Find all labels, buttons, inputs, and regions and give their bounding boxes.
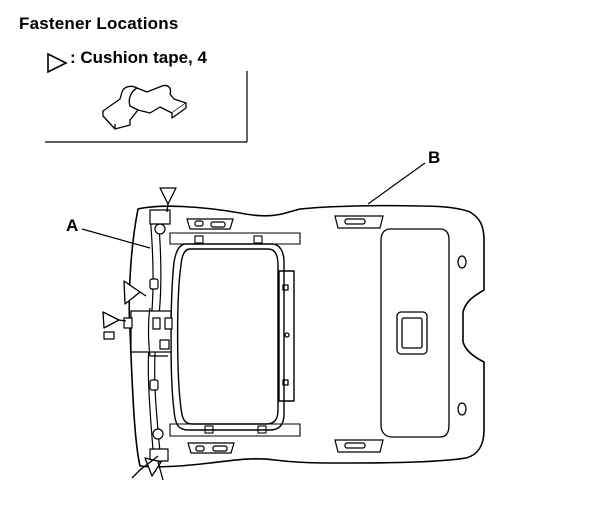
- callout-b: B: [428, 148, 441, 167]
- cushion-tape-marker-3: [102, 311, 120, 329]
- cushion-tape-marker-2: [123, 280, 141, 305]
- cushion-tape-illustration: [102, 84, 187, 130]
- callout-a: A: [66, 216, 79, 235]
- cushion-tape-markers: [102, 187, 177, 481]
- sunroof-opening: [170, 243, 295, 431]
- cushion-tape-marker-1: [159, 187, 177, 205]
- figure-title: Fastener Locations: [19, 14, 179, 33]
- front-harness: [103, 209, 173, 462]
- visor-holders: [186, 215, 384, 454]
- leader-lines: [81, 162, 426, 249]
- cushion-tape-symbol-icon: [47, 52, 68, 74]
- legend-box: [45, 71, 248, 143]
- trim-bars: [169, 232, 301, 437]
- rear-panel: [282, 228, 467, 438]
- legend-label: : Cushion tape, 4: [70, 48, 207, 67]
- headliner-outline: [128, 204, 485, 468]
